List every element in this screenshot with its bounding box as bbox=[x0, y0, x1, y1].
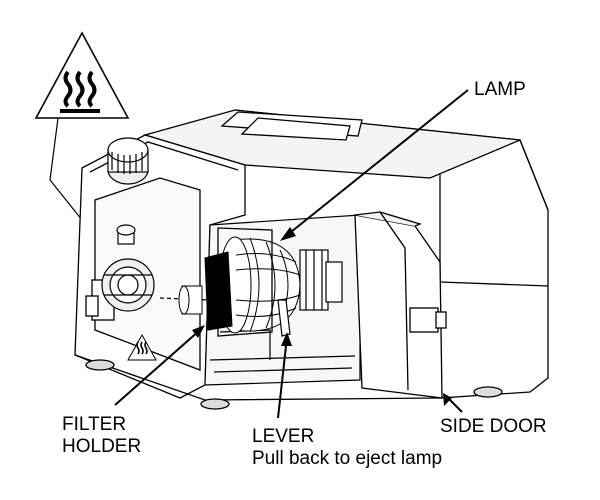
eject-lever bbox=[277, 299, 291, 337]
filter-holder bbox=[178, 251, 233, 331]
filter-holder-label-line2: HOLDER bbox=[62, 436, 142, 457]
front-knob bbox=[101, 224, 155, 312]
callout-leaders bbox=[114, 89, 469, 419]
side-door-label-text: SIDE DOOR bbox=[440, 416, 547, 437]
filter-holder-leader bbox=[114, 329, 201, 406]
lever-label: LEVER Pull back to eject lamp bbox=[252, 426, 442, 470]
lamp-leader bbox=[285, 89, 469, 237]
side-door-label: SIDE DOOR bbox=[440, 416, 547, 438]
lever-note-text: Pull back to eject lamp bbox=[252, 448, 443, 469]
lamp-label: LAMP bbox=[474, 79, 526, 101]
lever-leader bbox=[277, 336, 288, 419]
hot-surface-decal bbox=[127, 333, 157, 361]
top-knob bbox=[107, 137, 149, 185]
callout-arrowheads bbox=[192, 227, 452, 406]
lamp-label-text: LAMP bbox=[474, 79, 526, 100]
side-door bbox=[354, 211, 447, 399]
filter-holder-label: FILTER HOLDER bbox=[62, 414, 141, 458]
hot-surface-warning-icon bbox=[34, 31, 130, 119]
lever-label-text: LEVER bbox=[252, 426, 315, 447]
filter-holder-label-line1: FILTER bbox=[62, 414, 127, 435]
